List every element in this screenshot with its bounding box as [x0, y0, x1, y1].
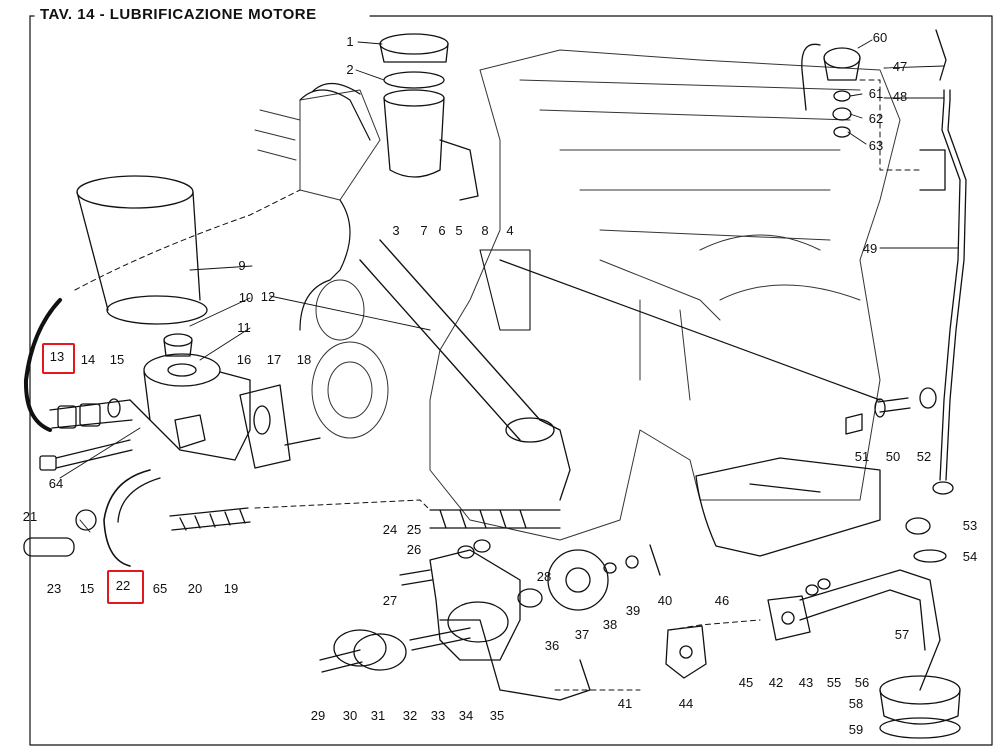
filter-bracket — [143, 333, 321, 469]
pickup-flange — [767, 578, 831, 641]
frame-border — [29, 15, 993, 746]
part-label-3: 3 — [392, 223, 400, 238]
part-label-15b: 15 — [79, 581, 95, 596]
breather-hoses — [299, 82, 371, 331]
part-label-19: 19 — [223, 581, 239, 596]
part-label-51: 51 — [854, 449, 870, 464]
highlight-box-13 — [42, 343, 75, 374]
part-label-4: 4 — [506, 223, 514, 238]
part-label-56: 56 — [854, 675, 870, 690]
part-label-49: 49 — [862, 241, 878, 256]
part-label-58: 58 — [848, 696, 864, 711]
part-label-52: 52 — [916, 449, 932, 464]
part-label-20: 20 — [187, 581, 203, 596]
part-label-24: 24 — [382, 522, 398, 537]
part-label-42: 42 — [768, 675, 784, 690]
oil-filler — [379, 33, 479, 201]
part-label-15a: 15 — [109, 352, 125, 367]
part-label-32: 32 — [402, 708, 418, 723]
part-label-30: 30 — [342, 708, 358, 723]
engine-block — [254, 49, 901, 541]
sump-cover — [695, 457, 881, 557]
part-label-28: 28 — [536, 569, 552, 584]
part-label-6: 6 — [438, 223, 446, 238]
part-label-13: 13 — [49, 349, 65, 364]
part-label-22: 22 — [115, 578, 131, 593]
dashed-guides — [74, 79, 921, 691]
part-label-11: 11 — [237, 320, 251, 335]
lower-left-pipe — [23, 469, 161, 567]
part-label-40: 40 — [657, 593, 673, 608]
part-label-33: 33 — [430, 708, 446, 723]
nuts-25-26 — [457, 539, 491, 559]
pressure-sender — [801, 43, 861, 138]
bolt-set-50-52 — [845, 387, 937, 435]
part-label-45: 45 — [738, 675, 754, 690]
part-label-64: 64 — [48, 476, 64, 491]
part-label-17: 17 — [266, 352, 282, 367]
leader-lines — [59, 39, 959, 533]
part-label-1: 1 — [346, 34, 354, 49]
part-label-61: 61 — [868, 86, 884, 101]
part-label-9: 9 — [238, 258, 246, 273]
braided-hose-19 — [169, 507, 251, 531]
part-label-12: 12 — [260, 289, 276, 304]
part-label-23: 23 — [46, 581, 62, 596]
part-label-54: 54 — [962, 549, 978, 564]
main-oil-pipe — [359, 239, 571, 529]
part-label-65: 65 — [152, 581, 168, 596]
part-label-2: 2 — [346, 62, 354, 77]
part-label-59: 59 — [848, 722, 864, 737]
part-label-5: 5 — [455, 223, 463, 238]
highlight-box-22 — [107, 570, 144, 604]
part-label-60: 60 — [872, 30, 888, 45]
part-label-37: 37 — [574, 627, 590, 642]
part-label-18: 18 — [296, 352, 312, 367]
part-label-21: 21 — [22, 509, 38, 524]
part-label-34: 34 — [458, 708, 474, 723]
oil-filter-cartridge — [76, 175, 208, 325]
part-label-62: 62 — [868, 111, 884, 126]
diagram-title: TAV. 14 - LUBRIFICAZIONE MOTORE — [36, 6, 321, 23]
part-label-8: 8 — [481, 223, 489, 238]
left-pipe-fittings — [23, 298, 151, 432]
part-label-36: 36 — [544, 638, 560, 653]
part-label-53: 53 — [962, 518, 978, 533]
gasket-44 — [665, 625, 707, 679]
part-label-63: 63 — [868, 138, 884, 153]
part-label-43: 43 — [798, 675, 814, 690]
support-rod — [499, 259, 881, 401]
part-label-14: 14 — [80, 352, 96, 367]
part-label-39: 39 — [625, 603, 641, 618]
part-label-41: 41 — [617, 696, 633, 711]
part-label-27: 27 — [382, 593, 398, 608]
part-label-47: 47 — [892, 59, 908, 74]
part-label-16: 16 — [236, 352, 252, 367]
part-label-46: 46 — [714, 593, 730, 608]
part-label-35: 35 — [489, 708, 505, 723]
part-label-29: 29 — [310, 708, 326, 723]
part-label-31: 31 — [370, 708, 386, 723]
part-label-48: 48 — [892, 89, 908, 104]
part-label-7: 7 — [420, 223, 428, 238]
part-label-44: 44 — [678, 696, 694, 711]
bolt-64 — [39, 439, 133, 471]
part-label-10: 10 — [238, 290, 254, 305]
part-label-38: 38 — [602, 617, 618, 632]
part-label-50: 50 — [885, 449, 901, 464]
part-label-26: 26 — [406, 542, 422, 557]
part-label-25: 25 — [406, 522, 422, 537]
part-label-57: 57 — [894, 627, 910, 642]
dipstick — [919, 29, 967, 495]
oil-pump — [319, 544, 661, 701]
part-label-55: 55 — [826, 675, 842, 690]
pickup-strainer — [799, 517, 961, 739]
